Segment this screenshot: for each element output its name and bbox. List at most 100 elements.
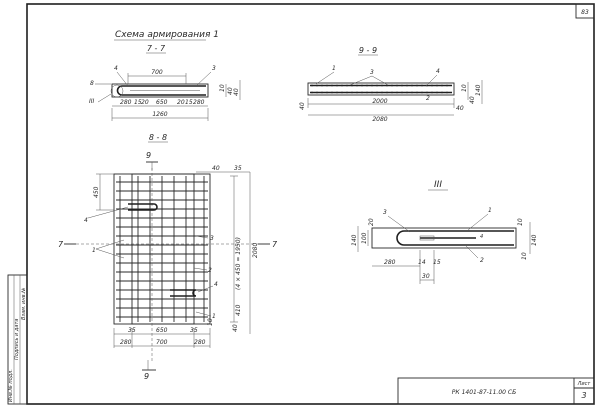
svg-text:2: 2 xyxy=(208,267,212,274)
bar-dot xyxy=(381,91,383,94)
svg-text:35: 35 xyxy=(190,327,198,334)
bar-dot xyxy=(311,84,313,87)
bar-dot xyxy=(431,91,433,94)
bar-dot xyxy=(331,84,333,87)
svg-text:1: 1 xyxy=(92,247,96,254)
svg-text:40: 40 xyxy=(232,324,239,332)
bar-dot xyxy=(411,84,413,87)
svg-text:3: 3 xyxy=(210,235,214,242)
bar-dot xyxy=(356,84,358,87)
section-9-title: 9 - 9 xyxy=(359,46,377,55)
svg-text:35: 35 xyxy=(234,165,242,172)
svg-text:20: 20 xyxy=(177,99,185,106)
svg-text:10: 10 xyxy=(219,84,226,92)
section-8-8: 8 - 8 9 7 7 9 4 1 3 2 4 1 4 xyxy=(58,133,278,381)
svg-text:450: 450 xyxy=(93,186,100,198)
bar-dot xyxy=(396,84,398,87)
svg-text:40: 40 xyxy=(469,96,476,104)
svg-text:1: 1 xyxy=(212,313,216,320)
bar-dot xyxy=(331,91,333,94)
bar-dot xyxy=(441,84,443,87)
bar-dot xyxy=(446,91,448,94)
main-title: Схема армирования 1 xyxy=(115,30,219,40)
bar-dot xyxy=(336,91,338,94)
bar-dot xyxy=(446,84,448,87)
bar-dot xyxy=(371,84,373,87)
svg-text:7: 7 xyxy=(58,240,64,249)
svg-text:410: 410 xyxy=(235,304,242,316)
bar-dot xyxy=(406,84,408,87)
svg-text:4: 4 xyxy=(480,234,483,240)
bar-dot xyxy=(431,84,433,87)
bar-dot xyxy=(441,91,443,94)
svg-text:2080: 2080 xyxy=(252,243,259,258)
bar-dot xyxy=(361,91,363,94)
section-8-mesh xyxy=(76,168,258,362)
bar-dot xyxy=(311,91,313,94)
svg-text:4: 4 xyxy=(214,281,218,288)
stamp-code: РК 1401-87-11.00 СБ xyxy=(452,389,516,396)
bar-dot xyxy=(416,84,418,87)
svg-text:100: 100 xyxy=(361,232,368,244)
section-7-title: 7 - 7 xyxy=(147,44,166,53)
svg-text:40: 40 xyxy=(233,88,240,96)
page-number: 3 xyxy=(581,391,586,400)
side-strip xyxy=(7,274,28,405)
bar-dot xyxy=(321,91,323,94)
svg-text:20: 20 xyxy=(141,99,149,106)
svg-text:20: 20 xyxy=(368,218,375,226)
bar-dot xyxy=(391,84,393,87)
svg-text:15: 15 xyxy=(134,99,142,106)
svg-text:280: 280 xyxy=(193,99,205,106)
svg-text:9: 9 xyxy=(146,151,151,160)
page-label: Лист xyxy=(577,381,592,387)
section-8-title: 8 - 8 xyxy=(149,133,167,142)
section-9-dots xyxy=(311,84,448,94)
svg-text:10: 10 xyxy=(517,218,524,226)
svg-text:15: 15 xyxy=(185,99,193,106)
svg-text:9: 9 xyxy=(144,372,149,381)
bar-dot xyxy=(341,84,343,87)
bar-dot xyxy=(381,84,383,87)
svg-text:4: 4 xyxy=(84,217,88,224)
bar-dot xyxy=(351,91,353,94)
svg-text:650: 650 xyxy=(156,99,168,106)
bar-dot xyxy=(316,91,318,94)
bar-dot xyxy=(361,84,363,87)
svg-text:140: 140 xyxy=(475,84,482,96)
svg-text:3: 3 xyxy=(370,69,374,76)
bar-dot xyxy=(421,91,423,94)
svg-text:650: 650 xyxy=(156,327,168,334)
bar-dot xyxy=(346,84,348,87)
detail-iii-title: III xyxy=(434,180,442,190)
side-strip-text-3: Взам. инв.№ xyxy=(21,288,27,320)
side-strip-text-1: Инв.№ подл. xyxy=(8,369,14,402)
bar-dot xyxy=(366,84,368,87)
svg-text:(4 × 450 = 1950): (4 × 450 = 1950) xyxy=(235,237,242,290)
svg-text:2080: 2080 xyxy=(372,116,387,123)
bar-dot xyxy=(421,84,423,87)
svg-text:280: 280 xyxy=(384,259,396,266)
bar-dot xyxy=(316,84,318,87)
svg-text:700: 700 xyxy=(151,69,163,76)
bar-dot xyxy=(366,91,368,94)
svg-text:4: 4 xyxy=(436,68,440,75)
svg-text:3: 3 xyxy=(212,65,216,72)
svg-text:280: 280 xyxy=(194,339,206,346)
bar-dot xyxy=(371,91,373,94)
section-7-7: 7 - 7 700 4 3 8 III 280 15 20 650 20 15 … xyxy=(89,44,241,121)
bar-dot xyxy=(356,91,358,94)
bar-dot xyxy=(426,91,428,94)
svg-text:2: 2 xyxy=(426,95,430,102)
bar-dot xyxy=(436,84,438,87)
bar-dot xyxy=(396,91,398,94)
svg-text:140: 140 xyxy=(351,234,358,246)
svg-text:III: III xyxy=(89,98,95,105)
svg-text:40: 40 xyxy=(456,105,464,112)
svg-text:10: 10 xyxy=(207,318,214,326)
bar-dot xyxy=(391,91,393,94)
svg-text:15: 15 xyxy=(433,259,441,266)
svg-text:1260: 1260 xyxy=(152,111,167,118)
